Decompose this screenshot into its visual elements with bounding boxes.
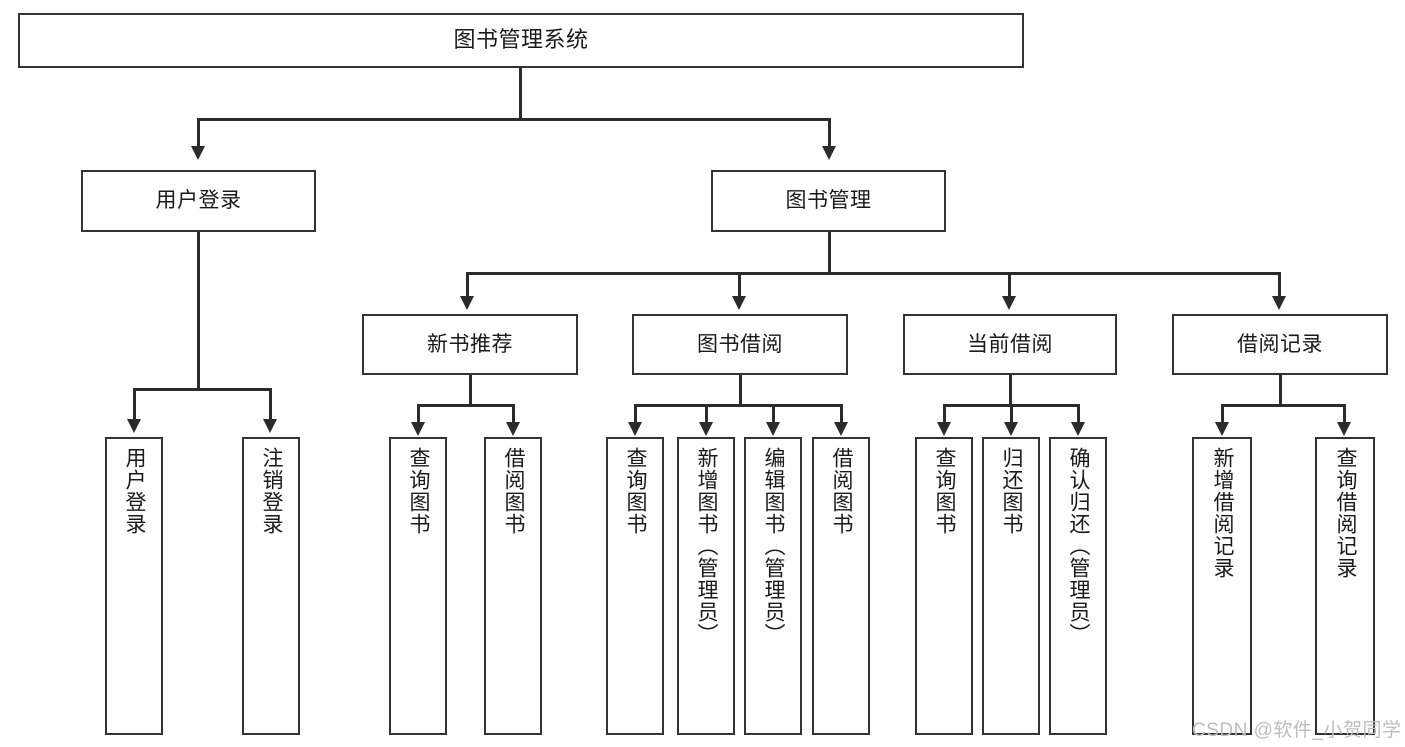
leaf-borrow-book-action[interactable]: 借阅图书 bbox=[812, 437, 870, 735]
node-label: 图书管理 bbox=[785, 189, 872, 213]
node-book-borrow[interactable]: 图书借阅 bbox=[632, 314, 848, 375]
arrowhead-new-book-leaf-2 bbox=[506, 422, 520, 436]
leaf-query-book-new[interactable]: 查询图书 bbox=[389, 437, 447, 735]
edge-current-borrow-to-leaf-3 bbox=[1077, 404, 1080, 424]
arrowhead-borrow-record-leaf-1 bbox=[1215, 422, 1229, 436]
node-label: 用户登录 bbox=[155, 189, 242, 213]
edge-book-mgmt-stem bbox=[828, 232, 831, 274]
node-label: 图书管理系统 bbox=[453, 27, 589, 53]
arrowhead-borrow-record-leaf-2 bbox=[1337, 422, 1351, 436]
edge-current-borrow-stem bbox=[1009, 375, 1012, 406]
leaf-query-borrow-record[interactable]: 查询借阅记录 bbox=[1315, 437, 1375, 735]
node-new-book-recommend[interactable]: 新书推荐 bbox=[362, 314, 578, 375]
arrowhead-current-borrow-leaf-3 bbox=[1071, 422, 1085, 436]
edge-new-book-stem bbox=[469, 375, 472, 406]
arrowhead-book-borrow-leaf-1 bbox=[628, 422, 642, 436]
edge-user-login-stem bbox=[197, 232, 200, 390]
edge-current-borrow-to-leaf-2 bbox=[1010, 404, 1013, 424]
arrowhead-book-borrow-leaf-3 bbox=[766, 422, 780, 436]
edge-root-bar bbox=[197, 118, 831, 121]
leaf-logout[interactable]: 注销登录 bbox=[242, 437, 300, 735]
arrowhead-book-borrow-leaf-2 bbox=[699, 422, 713, 436]
edge-book-borrow-to-leaf-2 bbox=[705, 404, 708, 424]
edge-book-borrow-to-leaf-1 bbox=[634, 404, 637, 424]
arrowhead-book-mgmt bbox=[822, 146, 836, 160]
node-label: 借阅图书 bbox=[830, 447, 854, 535]
node-label: 当前借阅 bbox=[967, 332, 1053, 356]
edge-user-login-bar bbox=[133, 388, 272, 391]
edge-new-book-to-leaf-2 bbox=[512, 404, 515, 424]
node-label: 图书借阅 bbox=[697, 332, 783, 356]
edge-root-to-book-mgmt bbox=[828, 118, 831, 148]
arrowhead-leaf-logout bbox=[263, 419, 277, 433]
leaf-confirm-return-admin[interactable]: 确认归还（管理员） bbox=[1049, 437, 1107, 735]
node-label: 查询图书 bbox=[624, 447, 648, 535]
node-label: 编辑图书（管理员） bbox=[762, 447, 786, 645]
node-label: 借阅记录 bbox=[1237, 332, 1323, 356]
node-label: 注销登录 bbox=[260, 447, 284, 535]
arrowhead-borrow-record bbox=[1272, 296, 1286, 310]
edge-book-mgmt-bar bbox=[466, 272, 1280, 275]
arrowhead-new-book bbox=[460, 296, 474, 310]
node-label: 新增图书（管理员） bbox=[695, 447, 719, 645]
arrowhead-current-borrow bbox=[1002, 296, 1016, 310]
edge-new-book-bar bbox=[417, 404, 515, 407]
node-label: 借阅图书 bbox=[502, 447, 526, 535]
node-label: 查询借阅记录 bbox=[1334, 447, 1358, 579]
node-user-login[interactable]: 用户登录 bbox=[81, 170, 316, 232]
leaf-add-borrow-record[interactable]: 新增借阅记录 bbox=[1192, 437, 1252, 735]
node-label: 新书推荐 bbox=[427, 332, 513, 356]
edge-root-to-user-login bbox=[197, 118, 200, 148]
edge-borrow-record-to-leaf-1 bbox=[1221, 404, 1224, 424]
node-current-borrow[interactable]: 当前借阅 bbox=[903, 314, 1117, 375]
node-label: 确认归还（管理员） bbox=[1067, 447, 1091, 645]
node-label: 查询图书 bbox=[933, 447, 957, 535]
arrowhead-current-borrow-leaf-2 bbox=[1004, 422, 1018, 436]
edge-borrow-record-stem bbox=[1279, 375, 1282, 406]
node-label: 归还图书 bbox=[1000, 447, 1024, 535]
leaf-edit-book-admin[interactable]: 编辑图书（管理员） bbox=[744, 437, 802, 735]
edge-book-borrow-to-leaf-3 bbox=[772, 404, 775, 424]
node-root-system[interactable]: 图书管理系统 bbox=[18, 13, 1024, 68]
edge-book-borrow-bar bbox=[634, 404, 842, 407]
edge-book-mgmt-to-new-book bbox=[466, 272, 469, 298]
leaf-borrow-book-new[interactable]: 借阅图书 bbox=[484, 437, 542, 735]
leaf-return-book[interactable]: 归还图书 bbox=[982, 437, 1040, 735]
node-book-management[interactable]: 图书管理 bbox=[711, 170, 946, 232]
arrowhead-leaf-user-login bbox=[127, 419, 141, 433]
edge-book-mgmt-to-borrow-book bbox=[738, 272, 741, 298]
node-label: 新增借阅记录 bbox=[1211, 447, 1235, 579]
arrowhead-borrow-book bbox=[732, 296, 746, 310]
edge-book-mgmt-to-current-borrow bbox=[1008, 272, 1011, 298]
edge-root-stem bbox=[519, 68, 522, 120]
edge-borrow-record-bar bbox=[1221, 404, 1345, 407]
edge-new-book-to-leaf-1 bbox=[417, 404, 420, 424]
leaf-query-book-current[interactable]: 查询图书 bbox=[915, 437, 973, 735]
arrowhead-current-borrow-leaf-1 bbox=[937, 422, 951, 436]
node-label: 查询图书 bbox=[407, 447, 431, 535]
edge-current-borrow-to-leaf-1 bbox=[943, 404, 946, 424]
edge-user-login-to-leaf-1 bbox=[133, 388, 136, 421]
node-label: 用户登录 bbox=[123, 447, 147, 535]
edge-user-login-to-leaf-2 bbox=[269, 388, 272, 421]
arrowhead-new-book-leaf-1 bbox=[411, 422, 425, 436]
leaf-user-login[interactable]: 用户登录 bbox=[105, 437, 163, 735]
edge-book-borrow-stem bbox=[739, 375, 742, 406]
node-borrow-record[interactable]: 借阅记录 bbox=[1172, 314, 1388, 375]
arrowhead-book-borrow-leaf-4 bbox=[834, 422, 848, 436]
leaf-add-book-admin[interactable]: 新增图书（管理员） bbox=[677, 437, 735, 735]
edge-book-mgmt-to-borrow-record bbox=[1278, 272, 1281, 298]
arrowhead-user-login bbox=[191, 146, 205, 160]
leaf-query-book-borrow[interactable]: 查询图书 bbox=[606, 437, 664, 735]
edge-borrow-record-to-leaf-2 bbox=[1343, 404, 1346, 424]
edge-book-borrow-to-leaf-4 bbox=[840, 404, 843, 424]
